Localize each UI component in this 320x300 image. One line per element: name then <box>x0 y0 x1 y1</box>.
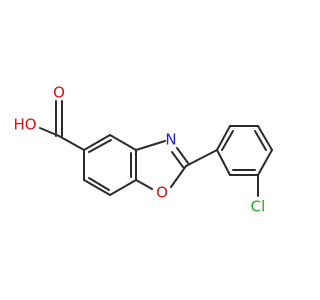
atom-labels: HO O N O Cl <box>13 84 265 216</box>
carboxylic-acid-group <box>39 100 85 151</box>
bond-carboxyl-to-ring <box>58 135 85 151</box>
phenyl-bond-1 <box>216 125 231 151</box>
hydroxyl-label: HO <box>13 116 36 134</box>
bond-n-c2-2 <box>171 151 184 168</box>
phenyl-bond-1-inner <box>221 130 234 151</box>
phenyl-bond-4 <box>257 149 273 176</box>
bond-o-to-c <box>135 179 153 190</box>
ring-bond-5 <box>83 179 111 196</box>
ring-bond-1 <box>83 134 111 151</box>
phenyl-bond-3-inner <box>254 130 267 151</box>
bond-oxazole-to-phenyl <box>185 149 218 167</box>
chlorine-label: Cl <box>251 198 266 216</box>
ring-bond-5-inner <box>88 177 110 191</box>
carbonyl-oxygen-label: O <box>53 84 65 102</box>
structure-diagram: HO O N O Cl <box>13 84 273 216</box>
bond-n-c2-1 <box>176 147 189 164</box>
oxazole-ring <box>135 140 189 190</box>
ring-oxygen-label: O <box>156 184 168 202</box>
phenyl-bond-3 <box>257 125 273 151</box>
ring-nitrogen-label: N <box>165 131 176 149</box>
bond-c2-to-o <box>170 165 187 188</box>
ring-bond-2 <box>109 134 137 151</box>
phenyl-bond-6 <box>216 149 231 176</box>
ring-bond-4 <box>109 179 137 196</box>
ring-bond-1-inner <box>88 139 112 153</box>
chlorophenyl-ring <box>216 125 273 176</box>
benzene-ring-fused <box>83 134 137 196</box>
bond-c-to-n <box>135 140 166 151</box>
